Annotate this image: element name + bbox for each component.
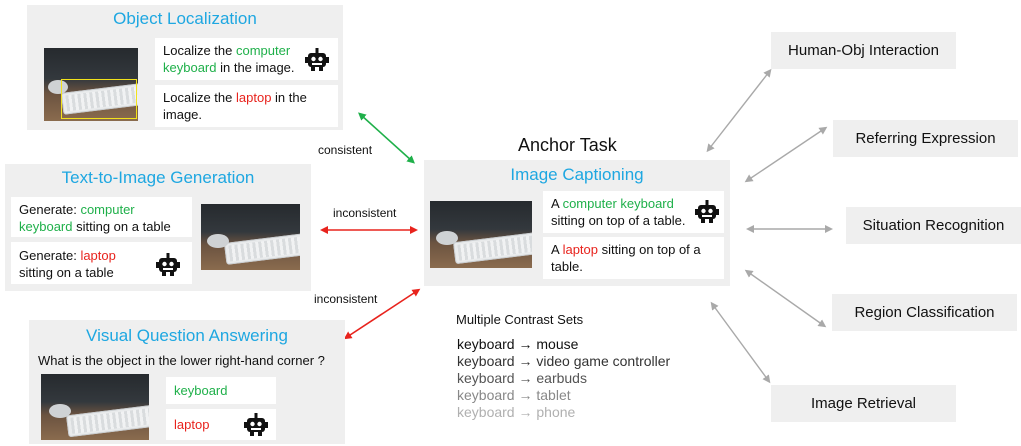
generate-prompt-1: Generate: computer keyboard sitting on a… bbox=[11, 197, 192, 237]
localization-prompt-2: Localize the laptop in the image. bbox=[155, 85, 338, 127]
contrast-row: keyboard → tablet bbox=[457, 387, 571, 403]
caption-1: A computer keyboard sitting on top of a … bbox=[543, 191, 724, 233]
panel-title: Visual Question Answering bbox=[86, 326, 288, 345]
captioning-photo bbox=[430, 201, 532, 268]
contrast-row: keyboard → earbuds bbox=[457, 370, 587, 386]
robot-icon bbox=[156, 253, 180, 276]
task-situation-recognition: Situation Recognition bbox=[846, 207, 1021, 244]
arrow-localization bbox=[358, 112, 415, 164]
label-inconsistent-t2i: inconsistent bbox=[333, 206, 397, 220]
vqa-photo bbox=[41, 374, 149, 440]
vqa-answer-keyboard: keyboard bbox=[166, 377, 276, 404]
arrow-region bbox=[744, 269, 827, 328]
contrast-row: keyboard → mouse bbox=[457, 336, 579, 352]
arrow-vqa bbox=[343, 288, 421, 340]
caption-2: A laptop sitting on top of a table. bbox=[543, 237, 724, 279]
contrast-row: keyboard → phone bbox=[457, 404, 576, 420]
panel-title: Image Captioning bbox=[510, 165, 644, 184]
task-human-obj-interaction: Human-Obj Interaction bbox=[771, 32, 956, 69]
arrow-human-obj bbox=[706, 68, 772, 153]
text-to-image-panel: Text-to-Image Generation Generate: compu… bbox=[5, 164, 311, 291]
anchor-heading: Anchor Task bbox=[518, 135, 617, 155]
localization-prompt-1: Localize the computer keyboard in the im… bbox=[155, 38, 338, 80]
panel-title: Text-to-Image Generation bbox=[61, 168, 255, 187]
object-localization-panel: Object Localization Localize the compute… bbox=[27, 5, 343, 130]
vqa-question: What is the object in the lower right-ha… bbox=[38, 353, 325, 368]
image-captioning-panel: Image Captioning A computer keyboard sit… bbox=[424, 160, 730, 286]
contrast-sets-title: Multiple Contrast Sets bbox=[456, 312, 584, 327]
arrow-retrieval bbox=[710, 301, 771, 384]
task-region-classification: Region Classification bbox=[832, 294, 1017, 331]
vqa-panel: Visual Question Answering What is the ob… bbox=[29, 320, 345, 444]
robot-icon bbox=[695, 200, 719, 223]
generated-photo bbox=[201, 204, 300, 270]
contrast-row: keyboard → video game controller bbox=[457, 353, 671, 369]
task-referring-expression: Referring Expression bbox=[833, 120, 1018, 157]
bounding-box bbox=[61, 79, 137, 119]
label-consistent: consistent bbox=[318, 143, 373, 157]
robot-icon bbox=[305, 48, 329, 71]
label-inconsistent-vqa: inconsistent bbox=[314, 292, 378, 306]
robot-icon bbox=[244, 413, 268, 436]
arrow-referring bbox=[744, 126, 828, 183]
keyboard-photo bbox=[44, 48, 138, 121]
task-image-retrieval: Image Retrieval bbox=[771, 385, 956, 422]
panel-title: Object Localization bbox=[113, 9, 257, 28]
